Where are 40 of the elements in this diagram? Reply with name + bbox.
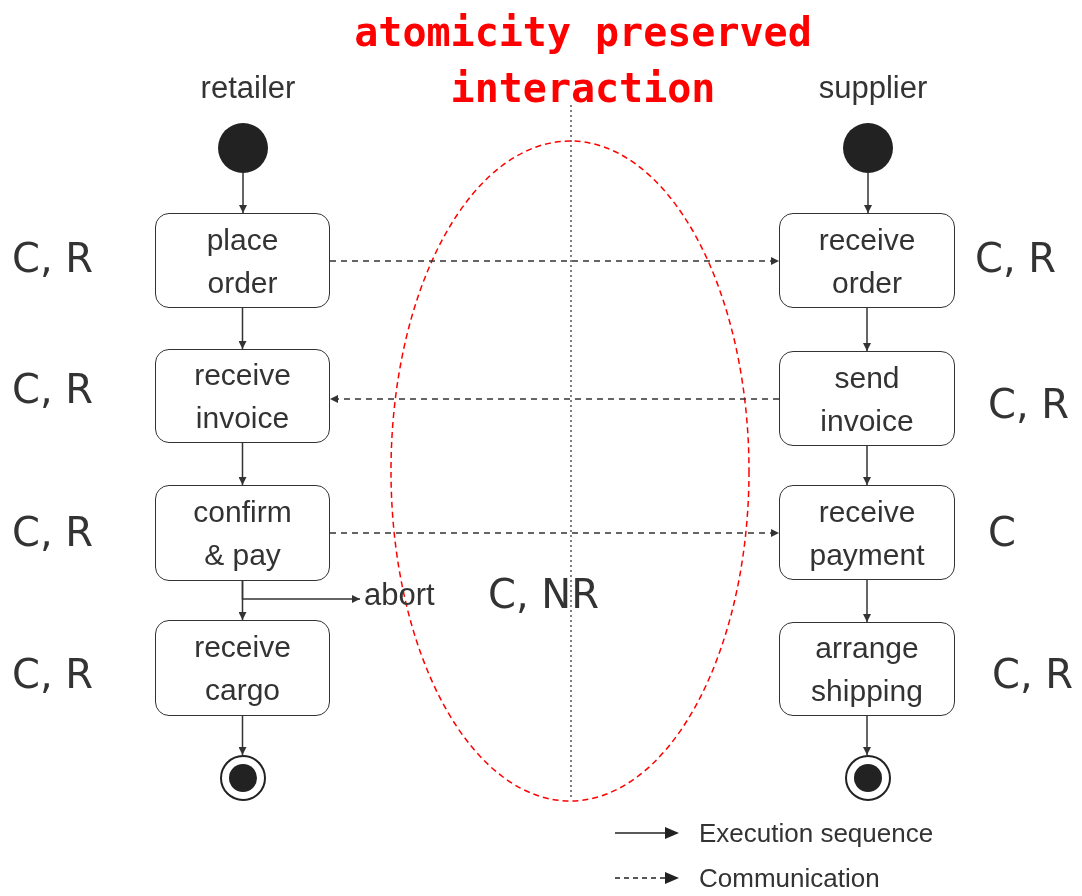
flow-arrow (863, 445, 871, 486)
activity-box: receive cargo (155, 620, 330, 716)
flow-arrow (863, 579, 871, 623)
activity-box: confirm & pay (155, 485, 330, 581)
property-label: C (988, 508, 1016, 556)
activity-box: receive payment (779, 485, 955, 580)
flow-arrow (239, 172, 247, 214)
communication-arrow (329, 529, 780, 537)
lane-label: supplier (817, 69, 929, 107)
abort-label: abort (364, 576, 456, 614)
legend-text: Communication (699, 862, 880, 895)
activity-box: arrange shipping (779, 622, 955, 716)
flow-arrow (238, 307, 247, 350)
property-label: C, R (992, 650, 1074, 698)
flow-arrow (864, 172, 872, 214)
flow-arrow (241, 580, 361, 603)
initial-node (843, 123, 893, 173)
property-label: C, R (988, 380, 1070, 428)
property-label: C, NR (488, 570, 600, 618)
lane-label: retailer (199, 69, 297, 107)
activity-box: send invoice (779, 351, 955, 446)
property-label: C, R (12, 650, 94, 698)
legend-text: Execution sequence (699, 817, 934, 850)
flow-arrow (863, 715, 871, 756)
property-label: C, R (12, 234, 94, 282)
property-label: C, R (12, 365, 94, 413)
property-label: C, R (975, 234, 1057, 282)
communication-arrow (329, 395, 780, 403)
flow-arrow (863, 307, 871, 352)
activity-box: place order (155, 213, 330, 308)
final-node (845, 755, 891, 801)
activity-box: receive order (779, 213, 955, 308)
flow-arrow (238, 442, 247, 486)
communication-arrow (329, 257, 780, 265)
flow-arrow (238, 715, 247, 756)
property-label: C, R (12, 508, 94, 556)
final-node (220, 755, 266, 801)
initial-node (218, 123, 268, 173)
activity-box: receive invoice (155, 349, 330, 443)
title: atomicity preserved interaction (353, 8, 813, 113)
